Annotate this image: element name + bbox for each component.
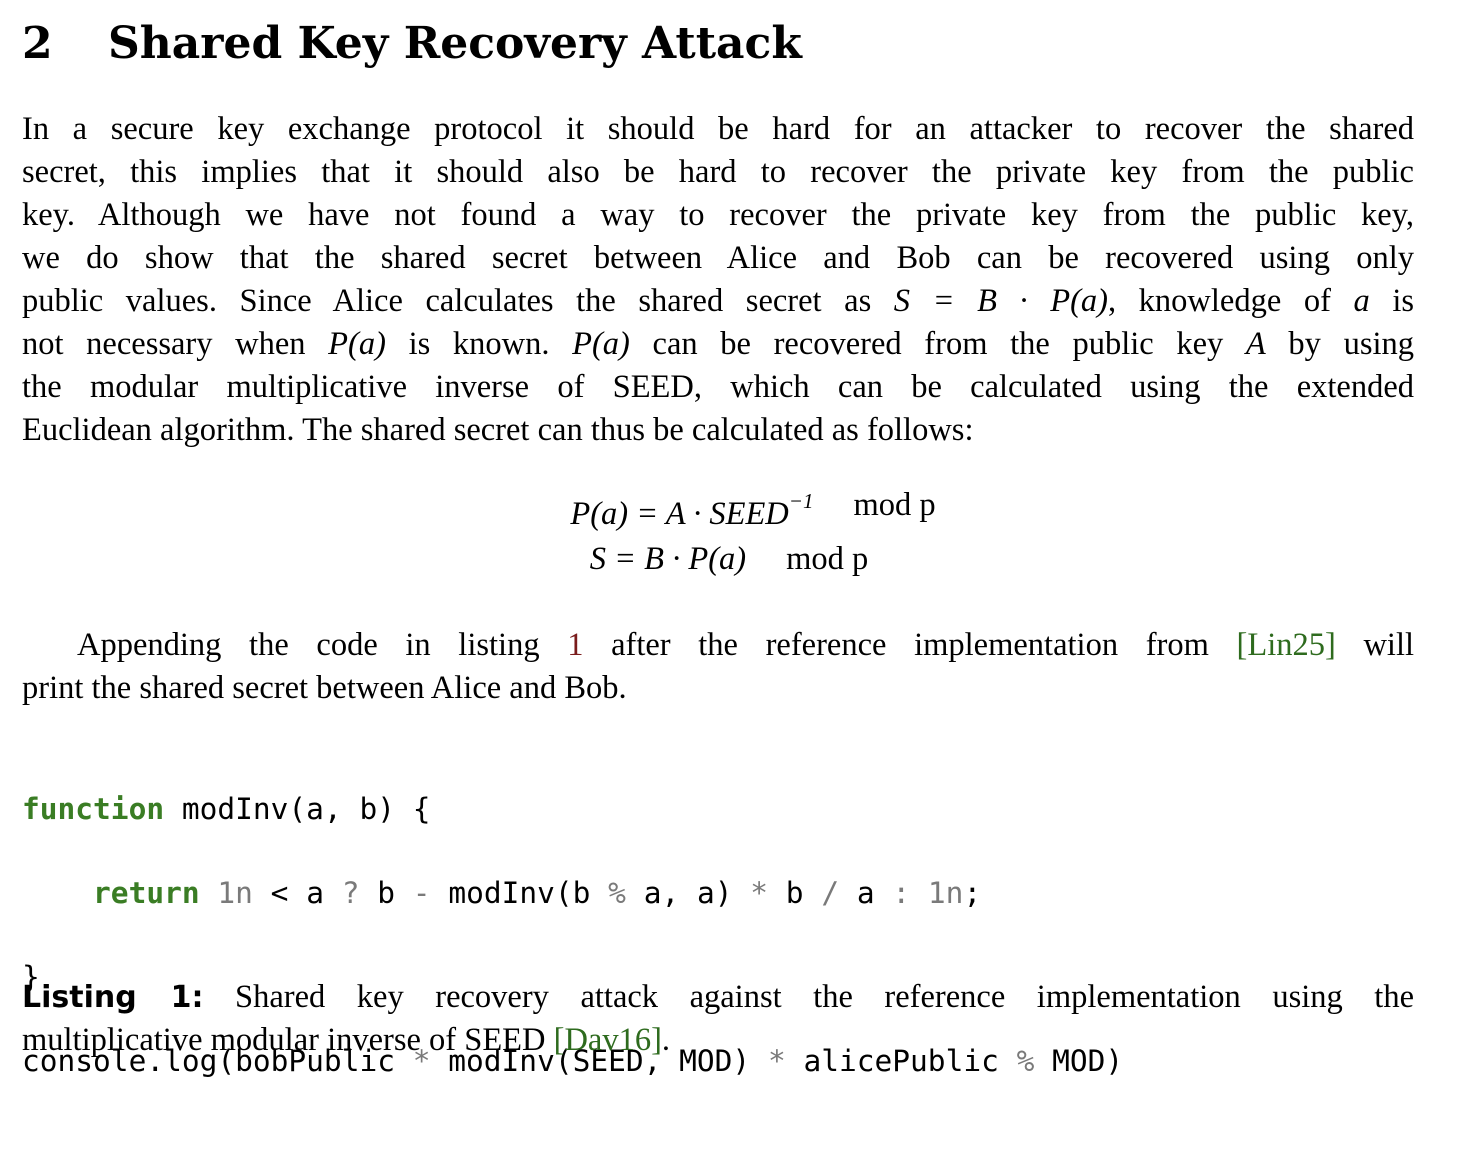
code-text xyxy=(200,876,218,910)
equation-mod: mod p xyxy=(853,487,936,523)
paragraph-line: not necessary when P(a) is known. P(a) c… xyxy=(22,323,1414,366)
code-keyword: return xyxy=(93,876,200,910)
caption-text: . xyxy=(661,1022,671,1058)
code-operator: * xyxy=(412,1044,431,1078)
equation-row: P(a) = A · SEED−1 mod p xyxy=(22,478,1414,532)
code-indent xyxy=(22,876,93,910)
paragraph-line: key. Although we have not found a way to… xyxy=(22,197,1414,233)
code-text xyxy=(910,876,928,910)
paragraph-line: secret, this implies that it should also… xyxy=(22,154,1414,190)
equation-text: P(a) = A · SEED xyxy=(570,495,789,532)
code-number: 1n xyxy=(217,876,253,910)
listing-caption: Listing 1: Shared key recovery attack ag… xyxy=(22,976,1414,1062)
code-text: < a xyxy=(252,876,342,910)
inline-math: a xyxy=(1353,283,1370,319)
code-operator: * xyxy=(767,1044,786,1078)
code-line: function modInv(a, b) { xyxy=(22,788,1123,830)
paragraph-line: print the shared secret between Alice an… xyxy=(22,670,627,706)
section-heading: 2 Shared Key Recovery Attack xyxy=(22,14,802,74)
paragraph-intro: In a secure key exchange protocol it sho… xyxy=(22,108,1414,452)
code-operator: - xyxy=(412,876,431,910)
caption-text: multiplicative modular inverse of SEED xyxy=(22,1022,554,1058)
code-operator: / xyxy=(821,876,840,910)
equation-row: S = B · P(a) mod p xyxy=(22,532,1414,586)
caption-line: multiplicative modular inverse of SEED [… xyxy=(22,1019,1414,1062)
code-keyword: function xyxy=(22,792,165,826)
inline-math: S = B · P(a) xyxy=(893,283,1108,319)
equation-mod: mod p xyxy=(786,541,869,577)
code-text: MOD) xyxy=(1034,1044,1124,1078)
code-line: return 1n < a ? b - modInv(b % a, a) * b… xyxy=(22,872,1123,914)
section-number: 2 xyxy=(22,18,53,69)
paragraph-line: the modular multiplicative inverse of SE… xyxy=(22,369,1414,405)
section-title: Shared Key Recovery Attack xyxy=(108,18,802,69)
code-operator: * xyxy=(750,876,769,910)
inline-math: P(a) xyxy=(572,326,630,362)
caption-label: Listing 1: xyxy=(22,980,204,1015)
text-span: after the reference implementation from xyxy=(583,627,1237,663)
code-text: modInv(a, b) { xyxy=(164,792,431,826)
code-text: b xyxy=(359,876,413,910)
code-text: alicePublic xyxy=(785,1044,1017,1078)
display-equations: P(a) = A · SEED−1 mod p S = B · P(a) mod… xyxy=(22,478,1414,586)
code-operator: ? xyxy=(341,876,360,910)
text-span: will xyxy=(1335,627,1415,663)
listing-reference-link[interactable]: 1 xyxy=(567,627,584,663)
text-span: is known. xyxy=(385,326,573,362)
paragraph-line: Euclidean algorithm. The shared secret c… xyxy=(22,412,974,448)
text-span: Appending the code in listing xyxy=(77,627,568,663)
citation-link[interactable]: [Dav16] xyxy=(553,1022,662,1058)
code-text: b xyxy=(768,876,822,910)
code-text: modInv(SEED, MOD) xyxy=(430,1044,768,1078)
citation-link[interactable]: [Lin25] xyxy=(1236,627,1336,663)
paragraph-line: public values. Since Alice calculates th… xyxy=(22,280,1414,323)
code-line: } xyxy=(22,960,40,994)
caption-line: Listing 1: Shared key recovery attack ag… xyxy=(22,976,1414,1019)
paragraph-line: Appending the code in listing 1 after th… xyxy=(22,624,1414,667)
text-span: by using xyxy=(1265,326,1414,362)
code-text: console.log(bobPublic xyxy=(22,1044,413,1078)
equation-lhs: S = B · P(a) xyxy=(590,532,746,586)
equation-superscript: −1 xyxy=(788,489,814,513)
code-line: console.log(bobPublic * modInv(SEED, MOD… xyxy=(22,1040,1123,1082)
code-number: 1n xyxy=(927,876,964,910)
text-span: not necessary when xyxy=(22,326,329,362)
text-span: public values. Since Alice calculates th… xyxy=(22,283,894,319)
code-listing: function modInv(a, b) { return 1n < a ? … xyxy=(22,746,1123,1166)
code-text: ; xyxy=(963,876,982,910)
text-span: , knowledge of xyxy=(1107,283,1354,319)
code-text: a, a) xyxy=(625,876,751,910)
code-text: modInv(b xyxy=(430,876,609,910)
paragraph-appending: Appending the code in listing 1 after th… xyxy=(22,624,1414,710)
code-operator: % xyxy=(1016,1044,1035,1078)
inline-math: P(a) xyxy=(328,326,386,362)
text-span: is xyxy=(1369,283,1414,319)
code-operator: : xyxy=(892,876,911,910)
code-operator: % xyxy=(608,876,626,910)
equation-lhs: P(a) = A · SEED−1 xyxy=(570,478,813,532)
code-text: a xyxy=(839,876,893,910)
inline-math: A xyxy=(1245,326,1266,362)
text-span: can be recovered from the public key xyxy=(629,326,1246,362)
caption-text: Shared key recovery attack against the r… xyxy=(203,979,1414,1015)
equation-text: S = B · P(a) xyxy=(589,541,747,577)
paragraph-line: In a secure key exchange protocol it sho… xyxy=(22,111,1414,147)
paragraph-line: we do show that the shared secret betwee… xyxy=(22,240,1414,276)
